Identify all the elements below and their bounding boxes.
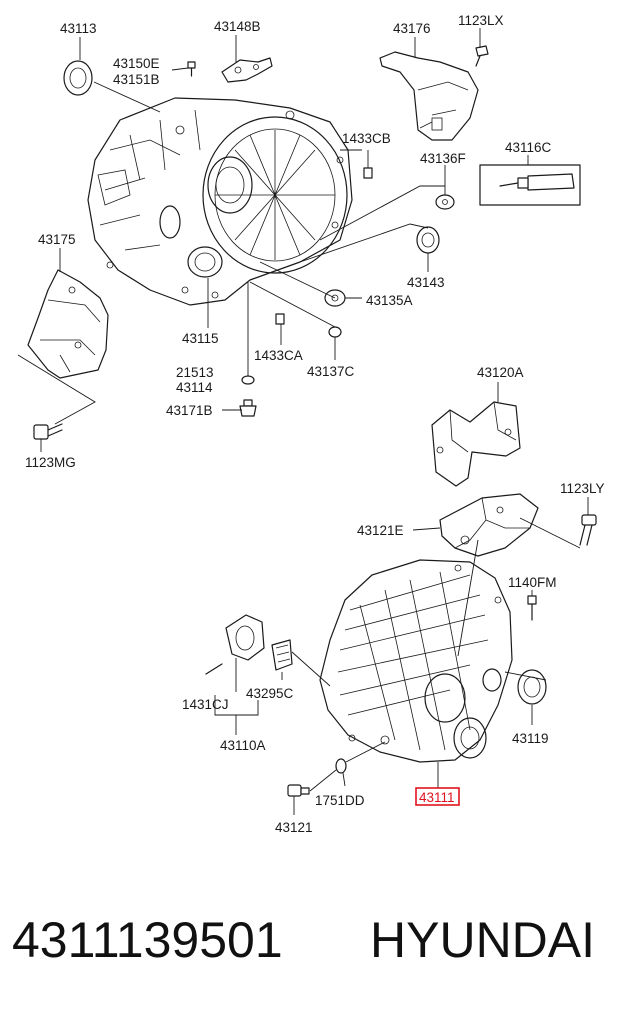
- bracket-43175: [27, 269, 109, 379]
- bolt-1140FM: [527, 595, 537, 621]
- label-43176: 43176: [393, 21, 431, 36]
- label-1433CB: 1433CB: [342, 131, 391, 146]
- label-43137C: 43137C: [307, 364, 355, 379]
- washer-1751DD: [335, 758, 347, 774]
- exploded-parts-diagram: 43113 43148B 43176 1123LX 43150E 43151B …: [17, 13, 605, 835]
- label-1751DD: 1751DD: [315, 793, 365, 808]
- sealant-tube-43116C: [479, 164, 581, 206]
- washer-43136F: [435, 194, 455, 210]
- transaxle-case-43111: [319, 559, 513, 763]
- label-1123LY: 1123LY: [560, 481, 605, 496]
- label-43115: 43115: [182, 331, 219, 346]
- label-43171B: 43171B: [166, 403, 213, 418]
- bolt-1123LX: [475, 45, 489, 67]
- drain-plug-43121: [287, 784, 310, 797]
- brand-name: HYUNDAI: [370, 912, 596, 968]
- label-43116C: 43116C: [505, 140, 552, 155]
- part-labels: 43113 43148B 43176 1123LX 43150E 43151B …: [25, 13, 605, 835]
- bracket-43120A: [431, 401, 521, 487]
- clutch-housing-43115: [87, 97, 353, 306]
- gasket-43114: [241, 375, 255, 385]
- pin-1433CA: [275, 313, 285, 325]
- bracket-43176: [379, 51, 479, 141]
- bolt-1433CB: [363, 167, 373, 179]
- bolt-1123LY: [579, 514, 597, 546]
- label-43111[interactable]: 43111: [419, 790, 455, 805]
- label-43120A: 43120A: [477, 365, 524, 380]
- label-43121E: 43121E: [357, 523, 404, 538]
- bolt-43150E: [187, 61, 196, 77]
- label-43295C: 43295C: [246, 686, 294, 701]
- bracket-43148B: [221, 57, 273, 83]
- label-43175: 43175: [38, 232, 76, 247]
- bearing-43295C: [271, 639, 293, 671]
- highlight-box-43111: [415, 787, 460, 806]
- label-43148B: 43148B: [214, 19, 261, 34]
- label-43110A: 43110A: [220, 738, 266, 753]
- label-43143: 43143: [407, 275, 445, 290]
- plug-43171B: [239, 399, 257, 417]
- label-43136F: 43136F: [420, 151, 466, 166]
- bracket-43121E: [439, 493, 539, 557]
- label-1123LX: 1123LX: [458, 13, 504, 28]
- label-1431CJ: 1431CJ: [182, 697, 229, 712]
- bolt-1123MG: [33, 423, 63, 440]
- label-43113: 43113: [60, 21, 97, 36]
- label-21513: 21513: [176, 365, 214, 380]
- washer-43137C: [328, 326, 342, 338]
- part-number: 4311139501: [12, 912, 283, 968]
- pin-1431CJ: [205, 663, 223, 675]
- footer: 4311139501 HYUNDAI: [0, 905, 625, 975]
- label-43114: 43114: [176, 380, 213, 395]
- bushing-43110A: [225, 614, 265, 661]
- label-1140FM: 1140FM: [508, 575, 557, 590]
- oil-seal-43143: [416, 226, 440, 254]
- label-43119: 43119: [512, 731, 549, 746]
- label-43135A: 43135A: [366, 293, 413, 308]
- leader-lines: [17, 28, 589, 815]
- label-43151B: 43151B: [113, 72, 160, 87]
- label-43121: 43121: [275, 820, 313, 835]
- label-1433CA: 1433CA: [254, 348, 303, 363]
- label-1123MG: 1123MG: [25, 455, 76, 470]
- oil-seal-43113: [63, 60, 93, 96]
- label-43150E: 43150E: [113, 56, 160, 71]
